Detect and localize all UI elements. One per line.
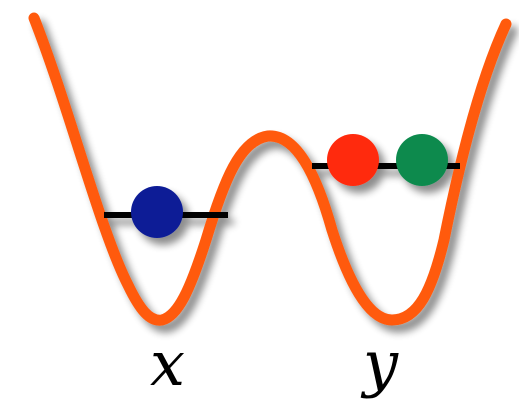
- red-particle: [327, 134, 379, 186]
- blue-particle: [131, 186, 183, 238]
- well-label-y: y: [363, 333, 398, 395]
- well-label-x: x: [150, 333, 185, 395]
- green-particle: [396, 134, 448, 186]
